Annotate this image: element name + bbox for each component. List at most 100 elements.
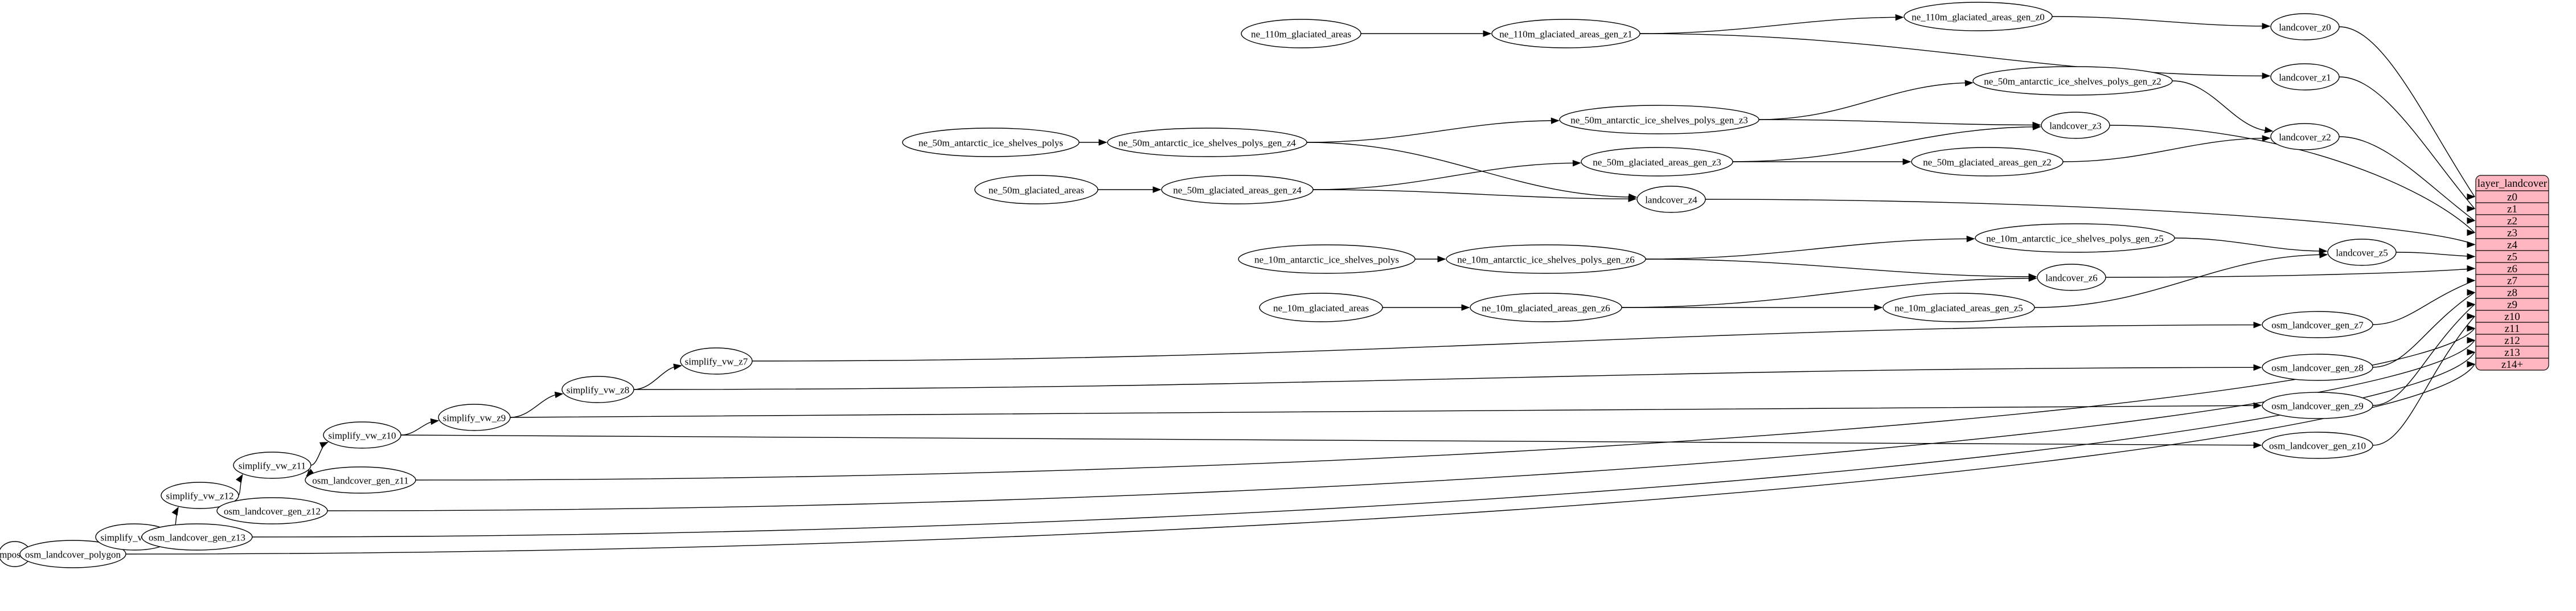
table-row-z9[interactable]: z9 [2507,299,2517,311]
node-osm_landcover_gen_z13[interactable]: osm_landcover_gen_z13 [141,523,253,551]
node-landcover_z6[interactable]: landcover_z6 [2037,264,2106,291]
node-label: ne_50m_glaciated_areas [988,185,1084,196]
node-shape [2262,392,2373,419]
node-label: ne_10m_antarctic_ice_shelves_polys_gen_z… [1986,233,2164,244]
edge-arrowhead [2253,321,2262,329]
edge-ne_50m_antarctic_ice_shelves_polys_gen_z2-to-landcover_z2 [2172,80,2273,132]
table-row-z13[interactable]: z13 [2504,347,2520,359]
table-row-z7[interactable]: z7 [2507,275,2517,287]
node-osm_landcover_gen_z12[interactable]: osm_landcover_gen_z12 [216,497,328,524]
node-label: ne_10m_glaciated_areas_gen_z5 [1894,303,2023,314]
edge-osm_landcover_gen_z7-to-layer_landcover:z7 [2372,280,2475,325]
edge-arrowhead [1902,158,1912,165]
table-row-z4[interactable]: z4 [2507,239,2517,251]
node-ne_10m_glaciated_areas[interactable]: ne_10m_glaciated_areas [1259,293,1383,322]
edge-arrowhead [2467,253,2476,260]
node-osm_landcover_polygon[interactable]: osm_landcover_polygon [19,540,126,568]
edge-arrowhead [2467,193,2476,200]
node-shape [323,421,401,449]
node-simplify_vw_z10[interactable]: simplify_vw_z10 [323,421,401,449]
node-osm_landcover_gen_z10[interactable]: osm_landcover_gen_z10 [2262,432,2373,459]
edge-landcover_z2-to-layer_landcover:z2 [2339,136,2475,222]
node-landcover_z1[interactable]: landcover_z1 [2270,63,2340,91]
node-shape [1107,128,1307,157]
node-ne_50m_antarctic_ice_shelves_polys_gen_z4[interactable]: ne_50m_antarctic_ice_shelves_polys_gen_z… [1107,128,1307,157]
node-simplify_vw_z7[interactable]: simplify_vw_z7 [680,347,753,375]
edge-arrowhead [2467,301,2476,308]
node-ne_10m_antarctic_ice_shelves_polys_gen_z6[interactable]: ne_10m_antarctic_ice_shelves_polys_gen_z… [1446,244,1646,274]
edge-arrowhead [2467,289,2476,296]
table-layer-landcover[interactable]: layer_landcoverz0z1z2z3z4z5z6z7z8z9z10z1… [2475,175,2549,371]
node-shape [902,128,1080,157]
node-ne_50m_antarctic_ice_shelves_polys[interactable]: ne_50m_antarctic_ice_shelves_polys [902,128,1080,157]
table-row-z6[interactable]: z6 [2507,263,2517,275]
edge-arrowhead [2467,205,2476,212]
edge-arrowhead [1964,80,1974,87]
edge-ne_10m_glaciated_areas_gen_z6-to-landcover_z6 [1621,277,2037,308]
node-landcover_z0[interactable]: landcover_z0 [2270,13,2340,40]
node-osm_landcover_gen_z7[interactable]: osm_landcover_gen_z7 [2262,311,2373,338]
node-landcover_z3[interactable]: landcover_z3 [2041,112,2110,139]
edge-arrowhead [2467,337,2476,344]
table-row-z12[interactable]: z12 [2504,335,2520,347]
node-osm_landcover_gen_z11[interactable]: osm_landcover_gen_z11 [305,466,416,494]
node-ne_50m_antarctic_ice_shelves_polys_gen_z2[interactable]: ne_50m_antarctic_ice_shelves_polys_gen_z… [1972,66,2173,96]
node-simplify_vw_z9[interactable]: simplify_vw_z9 [438,404,511,431]
edge-ne_10m_antarctic_ice_shelves_polys_gen_z5-to-landcover_z5 [2174,237,2327,252]
edge-ne_50m_glaciated_areas_gen_z2-to-landcover_z2 [2062,137,2270,162]
node-landcover_z4[interactable]: landcover_z4 [1636,186,1706,213]
node-label: simplify_vw_z11 [239,461,306,471]
node-label: osm_landcover_gen_z13 [149,532,245,543]
node-ne_10m_antarctic_ice_shelves_polys[interactable]: ne_10m_antarctic_ice_shelves_polys [1238,244,1416,274]
node-shape [2270,63,2340,91]
node-ne_110m_glaciated_areas[interactable]: ne_110m_glaciated_areas [1241,19,1361,48]
table-row-z11[interactable]: z11 [2505,323,2520,335]
node-ne_10m_glaciated_areas_gen_z6[interactable]: ne_10m_glaciated_areas_gen_z6 [1470,293,1622,322]
node-ne_50m_glaciated_areas_gen_z4[interactable]: ne_50m_glaciated_areas_gen_z4 [1161,175,1314,204]
edge-arrowhead [1874,304,1883,311]
node-shape [1559,105,1759,134]
edge-arrowhead [1152,186,1162,193]
node-label: ne_50m_antarctic_ice_shelves_polys_gen_z… [1118,138,1296,149]
node-label: ne_50m_glaciated_areas_gen_z2 [1923,157,2052,168]
node-ne_50m_glaciated_areas[interactable]: ne_50m_glaciated_areas [974,175,1098,204]
table-row-z5[interactable]: z5 [2507,251,2517,263]
edge-ne_50m_glaciated_areas_gen_z3-to-landcover_z3 [1732,126,2041,162]
table-row-z10[interactable]: z10 [2504,311,2520,323]
node-shape [1259,293,1383,322]
table-row-z3[interactable]: z3 [2507,227,2517,239]
node-simplify_vw_z12[interactable]: simplify_vw_z12 [161,482,239,509]
edge-arrowhead [2253,364,2262,371]
edge-arrowhead [2262,135,2271,142]
node-ne_50m_antarctic_ice_shelves_polys_gen_z3[interactable]: ne_50m_antarctic_ice_shelves_polys_gen_z… [1559,105,1759,134]
edge-osm_landcover_gen_z8-to-layer_landcover:z8 [2372,292,2475,368]
node-shape [1161,175,1314,204]
node-ne_10m_antarctic_ice_shelves_polys_gen_z5[interactable]: ne_10m_antarctic_ice_shelves_polys_gen_z… [1975,223,2175,253]
node-label: ne_10m_antarctic_ice_shelves_polys [1254,255,1399,265]
node-label: ne_50m_glaciated_areas_gen_z4 [1173,185,1302,196]
node-ne_110m_glaciated_areas_gen_z0[interactable]: ne_110m_glaciated_areas_gen_z0 [1904,2,2053,31]
edge-arrowhead [2467,313,2476,320]
table-row-z8[interactable]: z8 [2507,287,2517,299]
edge-landcover_z0-to-layer_landcover:z0 [2339,26,2475,197]
node-shape [2270,123,2340,150]
node-ne_50m_glaciated_areas_gen_z3[interactable]: ne_50m_glaciated_areas_gen_z3 [1581,147,1733,177]
node-ne_50m_glaciated_areas_gen_z2[interactable]: ne_50m_glaciated_areas_gen_z2 [1911,147,2064,177]
node-shape [233,452,311,479]
node-landcover_z5[interactable]: landcover_z5 [2327,239,2397,266]
table-row-z1[interactable]: z1 [2507,203,2517,215]
node-landcover_z2[interactable]: landcover_z2 [2270,123,2340,150]
node-label: simplify_vw_z9 [443,413,506,424]
node-ne_110m_glaciated_areas_gen_z1[interactable]: ne_110m_glaciated_areas_gen_z1 [1491,19,1640,48]
table-row-z14+[interactable]: z14+ [2501,359,2523,371]
node-osm_landcover_gen_z8[interactable]: osm_landcover_gen_z8 [2262,354,2373,381]
node-osm_landcover_gen_z9[interactable]: osm_landcover_gen_z9 [2262,392,2373,419]
node-shape [1972,66,2173,96]
node-ne_10m_glaciated_areas_gen_z5[interactable]: ne_10m_glaciated_areas_gen_z5 [1882,293,2035,322]
node-simplify_vw_z11[interactable]: simplify_vw_z11 [233,452,311,479]
edge-arrowhead [2028,275,2037,282]
table-row-z0[interactable]: z0 [2507,191,2517,203]
node-simplify_vw_z8[interactable]: simplify_vw_z8 [561,376,634,403]
table-row-z2[interactable]: z2 [2507,215,2517,227]
edge-arrowhead [1550,117,1560,124]
